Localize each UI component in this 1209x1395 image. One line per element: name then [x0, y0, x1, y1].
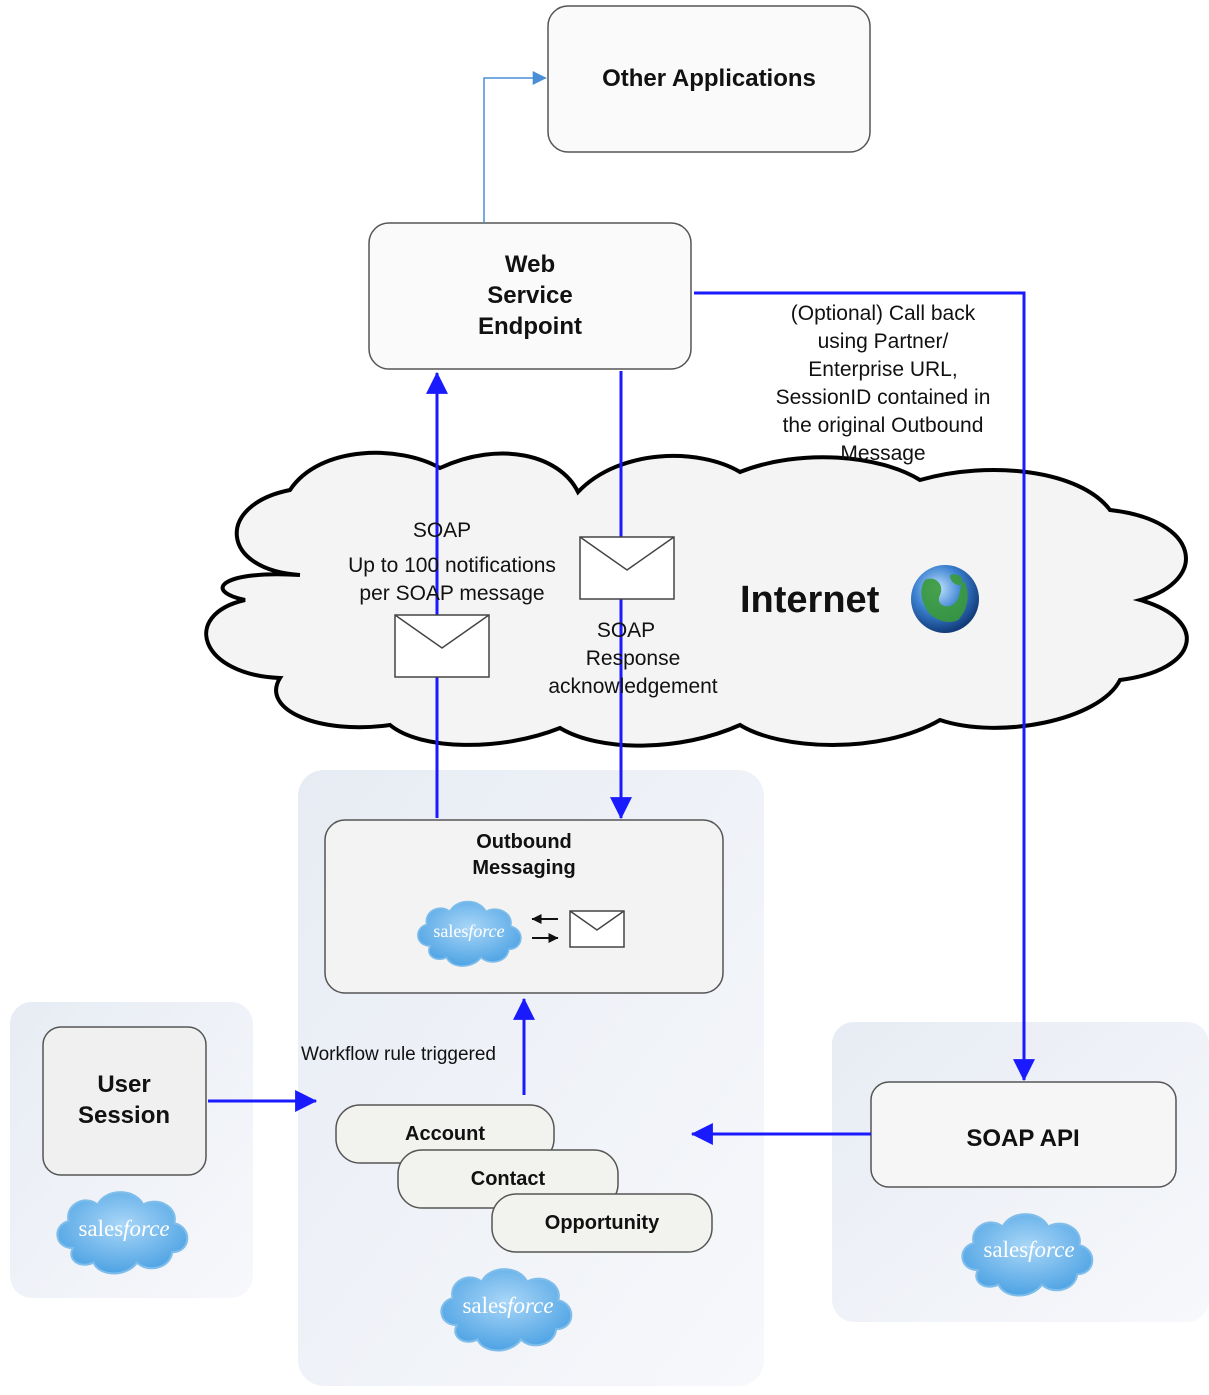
soap-response-label: SOAP Response acknowledgement [548, 619, 717, 698]
sf-logo-sales: sales [78, 1216, 123, 1241]
callback-label: (Optional) Call back using Partner/ Ente… [776, 302, 991, 465]
web-service-endpoint-label-1: Web [505, 251, 555, 278]
other-applications-label: Other Applications [602, 65, 816, 92]
record-opportunity [491, 1193, 713, 1253]
web-service-endpoint-label-2: Service [487, 282, 572, 309]
sf-logo-sales: sales [462, 1293, 507, 1318]
salesforce-logo-api: salesforce [961, 1213, 1094, 1297]
web-service-endpoint-label-3: Endpoint [478, 313, 582, 340]
svg-text:salesforce: salesforce [983, 1237, 1074, 1262]
internet-label: Internet [740, 579, 880, 621]
record-account-label: Account [405, 1123, 485, 1145]
soap-api-label: SOAP API [966, 1125, 1079, 1152]
workflow-label: Workflow rule triggered [301, 1044, 496, 1065]
soap-response-label-line-2: Response [586, 647, 681, 670]
soap-request-label-line-1: SOAP [413, 519, 471, 542]
salesforce-logo-user: salesforce [56, 1191, 189, 1275]
sf-logo-force: force [123, 1216, 169, 1241]
envelope-icon-response [579, 536, 675, 600]
globe-icon [911, 565, 979, 633]
arrow-callback-to-soap-api [694, 291, 1035, 1082]
callback-label-line-1: (Optional) Call back [791, 302, 976, 325]
svg-text:salesforce: salesforce [433, 921, 504, 941]
callback-label-line-4: SessionID contained in [776, 386, 991, 409]
sf-logo-sales: sales [983, 1237, 1028, 1262]
callback-label-line-6: Message [840, 442, 925, 465]
outbound-messaging-box [324, 819, 724, 994]
salesforce-logo-main: salesforce [440, 1268, 573, 1352]
envelope-icon-request [394, 614, 490, 678]
sf-logo-force: force [507, 1293, 553, 1318]
soap-request-label-line-3: per SOAP message [359, 582, 544, 605]
sf-logo-sales: sales [433, 921, 468, 941]
user-session-label-1: User [97, 1071, 150, 1098]
internet-cloud [204, 450, 1189, 748]
envelope-icon-outbound [569, 910, 625, 948]
callback-label-line-5: the original Outbound [783, 414, 984, 437]
outbound-messaging-label-2: Messaging [472, 857, 575, 879]
svg-text:salesforce: salesforce [462, 1293, 553, 1318]
sf-logo-force: force [1028, 1237, 1074, 1262]
other-applications-box [547, 5, 871, 153]
sf-logo-force: force [468, 921, 504, 941]
salesforce-logo-outbound: salesforce [417, 900, 522, 967]
record-opportunity-label: Opportunity [545, 1212, 660, 1234]
user-session-label-2: Session [78, 1102, 170, 1129]
callback-label-line-2: using Partner/ [818, 330, 949, 353]
svg-text:salesforce: salesforce [78, 1216, 169, 1241]
outbound-messaging-label-1: Outbound [476, 831, 572, 853]
soap-response-label-line-1: SOAP [597, 619, 655, 642]
record-contact-label: Contact [471, 1168, 546, 1190]
arrow-endpoint-to-other-apps [483, 71, 547, 223]
callback-label-line-3: Enterprise URL, [808, 358, 957, 381]
soap-response-label-line-3: acknowledgement [548, 675, 717, 698]
web-service-endpoint-box [368, 222, 692, 370]
soap-request-label: SOAP Up to 100 notifications per SOAP me… [348, 519, 556, 605]
soap-request-label-line-2: Up to 100 notifications [348, 554, 556, 577]
user-session-box [42, 1026, 207, 1176]
